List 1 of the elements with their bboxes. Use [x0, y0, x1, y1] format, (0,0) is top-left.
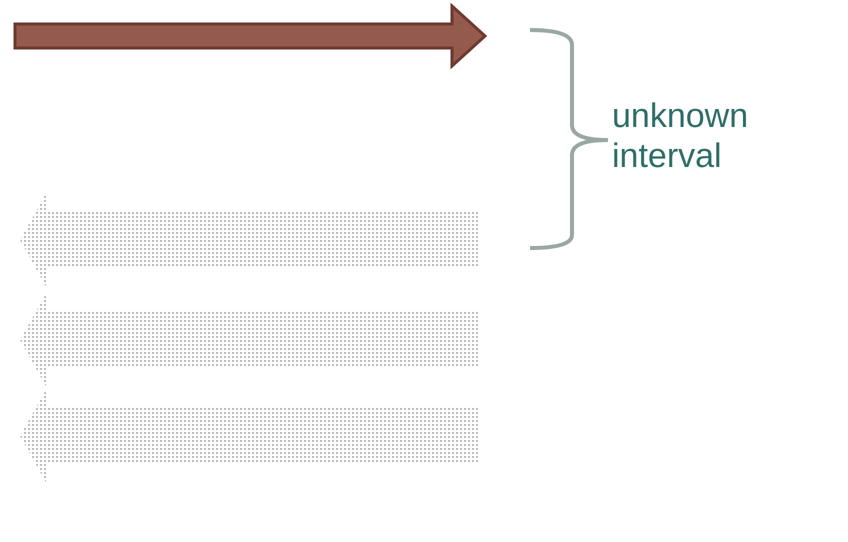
interval-label: unknown interval	[612, 96, 750, 176]
